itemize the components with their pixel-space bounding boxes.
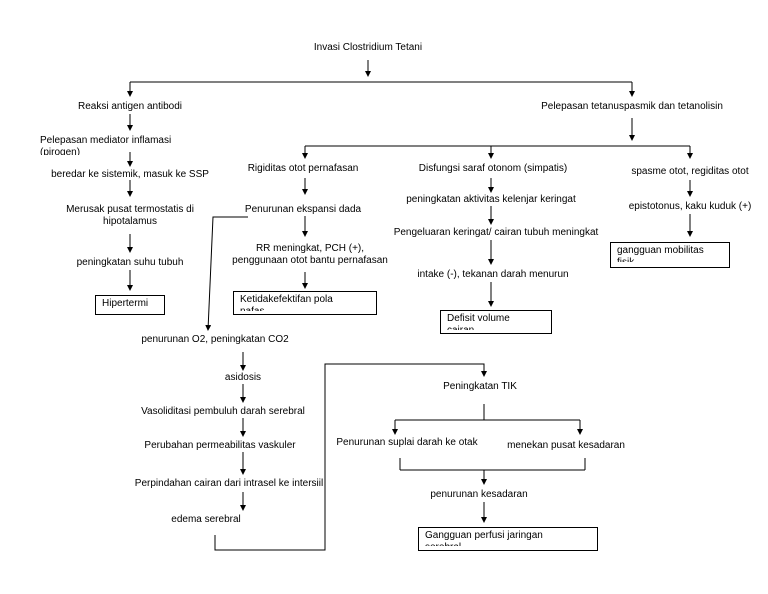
node-perpindahan: Perpindahan cairan dari intrasel ke inte… — [134, 478, 324, 489]
node-menekan: menekan pusat kesadaran — [507, 440, 625, 451]
diagnosis-mobilitas-line1: gangguan mobilitas — [617, 245, 704, 256]
node-merusak-cont: hipotalamus — [103, 216, 157, 227]
node-penurunan-ekspansi: Penurunan ekspansi dada — [244, 204, 362, 215]
diagnosis-hipertermi: Hipertermi — [95, 295, 165, 315]
diagnosis-ketidakefektifan: Ketidakefektifan pola nafas — [233, 291, 377, 315]
node-spasme: spasme otot, regiditas otot — [631, 166, 749, 177]
node-pelepasan-mediator: Pelepasan mediator inflamasi — [40, 135, 172, 146]
diagnosis-defisit-line2: cairan — [447, 325, 545, 330]
node-pelepasan-mediator-cont: (pirogen) — [40, 147, 81, 155]
node-rr-cont: penggunaan otot bantu pernafasan — [232, 255, 388, 266]
diagnosis-gangguan-mobilitas: gangguan mobilitas fisik — [610, 242, 730, 268]
node-merusak: Merusak pusat termostatis di — [66, 204, 194, 215]
node-root: Invasi Clostridium Tetani — [313, 42, 423, 53]
node-peningkatan-tik: Peningkatan TIK — [443, 381, 517, 392]
diagnosis-perfusi-line2: serebral — [425, 542, 591, 546]
diagnosis-mobilitas-line2: fisik — [617, 257, 723, 262]
diagnosis-defisit-volume: Defisit volume cairan — [440, 310, 552, 334]
node-peningkatan-kelenjar: peningkatan aktivitas kelenjar keringat — [406, 194, 576, 205]
node-disfungsi: Disfungsi saraf otonom (simpatis) — [418, 163, 568, 174]
node-pelepasan-tetanus: Pelepasan tetanuspasmik dan tetanolisin — [541, 101, 723, 112]
node-penurunan-o2: penurunan O2, peningkatan CO2 — [141, 334, 289, 345]
node-edema: edema serebral — [171, 514, 241, 525]
node-rigiditas: Rigiditas otot pernafasan — [247, 163, 359, 174]
node-rr: RR meningkat, PCH (+), — [255, 243, 365, 254]
node-epistotonus: epistotonus, kaku kuduk (+) — [628, 201, 752, 212]
diagnosis-ketidakefektifan-line1: Ketidakefektifan pola — [240, 294, 333, 305]
node-penurunan-kesadaran: penurunan kesadaran — [430, 489, 528, 500]
node-perubahan: Perubahan permeabilitas vaskuler — [144, 440, 296, 451]
node-reaksi-antigen: Reaksi antigen antibodi — [78, 101, 182, 112]
node-penurunan-suplai: Penurunan suplai darah ke otak — [336, 437, 478, 448]
diagnosis-gangguan-perfusi: Gangguan perfusi jaringan serebral — [418, 527, 598, 551]
node-asidosis: asidosis — [224, 372, 262, 383]
diagnosis-defisit-line1: Defisit volume — [447, 313, 510, 324]
diagnosis-perfusi-line1: Gangguan perfusi jaringan — [425, 530, 543, 541]
arrow-ekspansi-to-o2 — [205, 216, 248, 331]
node-beredar: beredar ke sistemik, masuk ke SSP — [51, 169, 209, 180]
node-vasoliditasi: Vasoliditasi pembuluh darah serebral — [141, 406, 305, 417]
diagnosis-ketidakefektifan-line2: nafas — [240, 306, 370, 311]
node-peningkatan-suhu: peningkatan suhu tubuh — [76, 257, 184, 268]
arrow-edema-to-tik — [214, 363, 487, 551]
node-intake: intake (-), tekanan darah menurun — [417, 269, 569, 280]
node-pengeluaran: Pengeluaran keringat/ cairan tubuh menin… — [393, 227, 599, 238]
